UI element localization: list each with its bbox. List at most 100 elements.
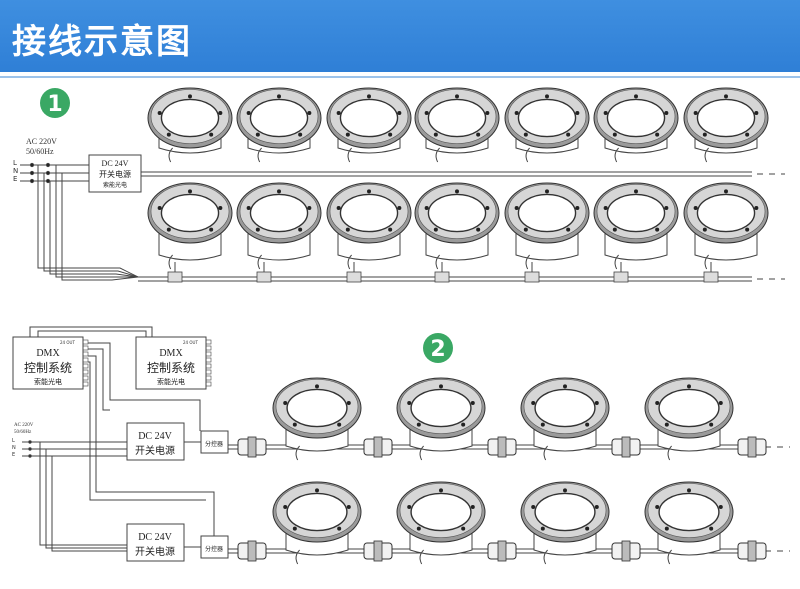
light-screw xyxy=(218,110,223,115)
dmx-master-pins-label: 24 OUT xyxy=(60,340,75,345)
light-cable xyxy=(614,254,620,270)
light-cable xyxy=(614,147,620,163)
light-screw xyxy=(612,227,617,232)
light-screw xyxy=(455,94,459,99)
wire xyxy=(43,173,139,278)
light-lens xyxy=(696,193,756,233)
light-screw xyxy=(718,400,723,405)
light-fixture xyxy=(644,481,734,565)
power-supply-1-voltage: DC 24V xyxy=(102,159,129,168)
light-screw xyxy=(664,205,669,210)
light-cable xyxy=(525,147,531,163)
connector-nut xyxy=(247,540,257,562)
light-screw xyxy=(476,132,481,137)
light-screw xyxy=(709,422,714,427)
light-lens xyxy=(160,98,220,138)
wire xyxy=(37,165,139,278)
light-cable xyxy=(257,254,263,270)
light-fixture xyxy=(593,182,679,270)
light-screw xyxy=(255,132,260,137)
light-screw xyxy=(345,227,350,232)
light-screw xyxy=(298,227,303,232)
light-screw xyxy=(566,227,571,232)
terminal-dot xyxy=(28,454,32,458)
splitter-bottom xyxy=(200,535,229,559)
light-screw xyxy=(754,205,759,210)
light-fixture xyxy=(414,182,500,270)
connector-nut xyxy=(621,436,631,458)
cable-connector xyxy=(434,271,450,283)
light-lens xyxy=(534,492,596,532)
light-fixture xyxy=(236,87,322,163)
light-cable xyxy=(667,445,673,461)
light-screw xyxy=(563,488,567,493)
light-screw xyxy=(346,504,351,509)
light-fixture xyxy=(396,481,486,565)
mains-2-e-label: E xyxy=(12,452,15,458)
cable-connector xyxy=(167,271,183,283)
light-screw xyxy=(664,526,669,531)
mains-2-n-label: N xyxy=(12,445,16,451)
light-screw xyxy=(315,384,319,389)
terminal-dot xyxy=(45,162,51,168)
light-fixture xyxy=(520,377,610,461)
light-screw xyxy=(461,422,466,427)
light-lens xyxy=(286,388,348,428)
wire xyxy=(88,348,110,411)
light-screw xyxy=(693,110,698,115)
light-cable xyxy=(704,147,710,163)
light-screw xyxy=(594,504,599,509)
light-screw xyxy=(603,110,608,115)
light-screw xyxy=(336,205,341,210)
connector-nut xyxy=(497,540,507,562)
light-screw xyxy=(523,132,528,137)
light-screw xyxy=(307,110,312,115)
cable-connector xyxy=(703,271,719,283)
light-fixture xyxy=(683,87,769,163)
power-supply-1-brand: 索能光电 xyxy=(103,181,127,189)
light-screw xyxy=(461,526,466,531)
light-lens xyxy=(517,98,577,138)
light-screw xyxy=(166,227,171,232)
light-screw xyxy=(424,110,429,115)
connector-nut xyxy=(247,436,257,458)
mains-l-label: L xyxy=(13,159,17,167)
light-screw xyxy=(724,189,728,194)
mains-frequency-label: 50/60Hz xyxy=(26,147,54,156)
terminal-dot xyxy=(28,447,32,451)
light-cable xyxy=(435,254,441,270)
psu-bottom-type: 开关电源 xyxy=(135,545,175,558)
light-screw xyxy=(585,526,590,531)
light-screw xyxy=(470,504,475,509)
header-banner: 接线示意图 xyxy=(0,0,800,78)
dmx-pin xyxy=(205,357,212,363)
light-fixture xyxy=(147,182,233,270)
light-screw xyxy=(307,205,312,210)
header-underline xyxy=(0,76,800,78)
section-1-number: 1 xyxy=(47,92,62,117)
light-screw xyxy=(575,110,580,115)
power-supply-2-top xyxy=(126,422,185,461)
light-fixture xyxy=(236,182,322,270)
terminal-dot xyxy=(45,170,51,176)
power-supply-2-bottom xyxy=(126,523,185,562)
light-screw xyxy=(514,110,519,115)
light-screw xyxy=(277,189,281,194)
wire xyxy=(61,173,139,281)
psu-bottom-voltage: DC 24V xyxy=(138,532,172,543)
light-screw xyxy=(292,422,297,427)
light-lens xyxy=(427,98,487,138)
light-screw xyxy=(594,400,599,405)
light-screw xyxy=(298,132,303,137)
light-screw xyxy=(540,422,545,427)
light-screw xyxy=(397,110,402,115)
light-cable xyxy=(704,254,710,270)
light-cable xyxy=(347,254,353,270)
light-screw xyxy=(687,384,691,389)
light-screw xyxy=(718,504,723,509)
cable-connector xyxy=(256,271,272,283)
light-lens xyxy=(534,388,596,428)
light-screw xyxy=(655,132,660,137)
light-screw xyxy=(634,94,638,99)
light-screw xyxy=(702,227,707,232)
